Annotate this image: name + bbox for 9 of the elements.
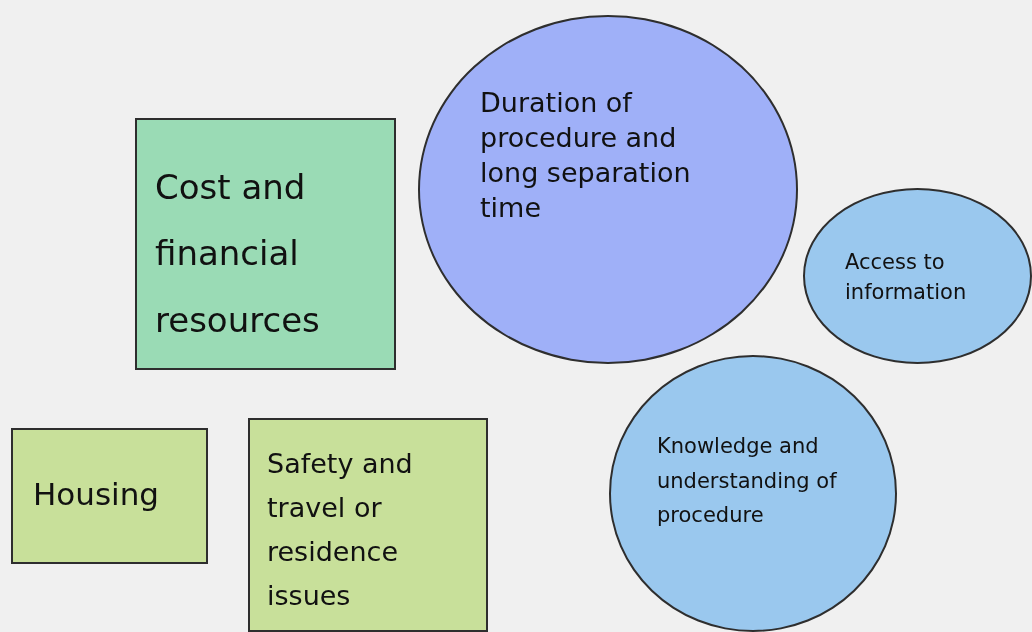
topic-box xyxy=(11,428,208,564)
topic-label: Access to information xyxy=(845,249,968,307)
topic-label: Duration of procedure and long separation time xyxy=(480,86,692,226)
topic-label: Safety and travel or residence issues xyxy=(267,447,414,613)
topic-label: Housing xyxy=(33,475,160,514)
topic-box xyxy=(135,118,396,370)
topic-box xyxy=(248,418,488,632)
topic-label: Cost and financial resources xyxy=(155,166,321,342)
topic-label: Knowledge and understanding of procedure xyxy=(657,433,838,530)
